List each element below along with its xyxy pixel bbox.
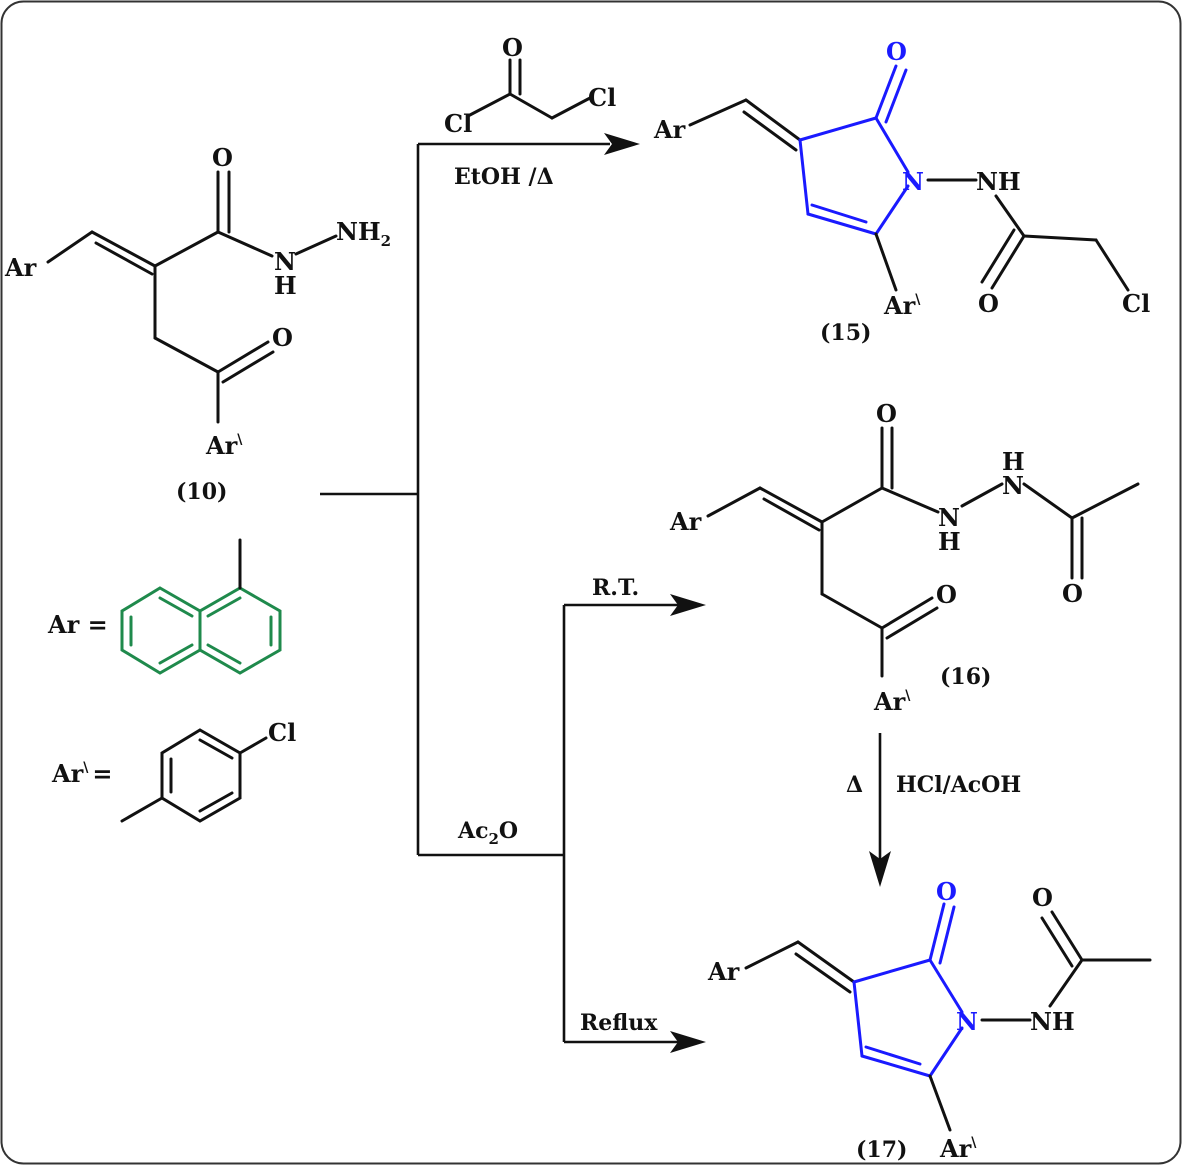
c17-o: O	[936, 877, 957, 906]
c10-o-ketone: O	[272, 323, 293, 352]
compound-16-structure	[706, 426, 1140, 678]
c17-prime: \	[971, 1135, 977, 1151]
c16-n: N	[938, 503, 960, 532]
reagent-o: O	[502, 33, 523, 62]
c16-o-ketone: O	[936, 580, 957, 609]
compound-15-structure	[688, 64, 1130, 292]
condition-heat: Δ	[846, 772, 863, 798]
c15-prime: \	[915, 292, 921, 308]
c17-nh: NH	[1030, 1007, 1075, 1036]
c15-ar-prime: Ar\	[883, 291, 921, 320]
c10-h: H	[274, 271, 297, 300]
chloroacetyl-chloride-structure	[466, 58, 592, 120]
c15-ar-prime-base: Ar	[883, 291, 916, 320]
c10-ar: Ar	[4, 253, 37, 282]
c10-n: N	[274, 247, 296, 276]
chlorophenyl-structure	[120, 728, 268, 823]
c10-nh2-main: NH	[336, 217, 381, 246]
ar-prime-def-mark: \	[83, 760, 89, 776]
compound-10-structure	[46, 170, 338, 424]
ar-prime-definition-label: Ar\=	[51, 759, 113, 788]
c15-nh: NH	[976, 167, 1021, 196]
reagent-cl-left: Cl	[444, 109, 472, 138]
compound-17-label: (17)	[856, 1137, 907, 1163]
compound-16-label: (16)	[940, 664, 991, 690]
c10-ar-prime-base: Ar	[205, 431, 238, 460]
reagent-cl-right: Cl	[588, 83, 616, 112]
c10-nh2-sub: 2	[381, 232, 391, 250]
c16-n-top: N	[1002, 471, 1024, 500]
c16-ar-prime-base: Ar	[873, 687, 906, 716]
c15-n: N	[902, 167, 924, 196]
naphthyl-structure	[120, 538, 282, 675]
condition-rt: R.T.	[592, 575, 639, 601]
compound-10-label: (10)	[176, 479, 227, 505]
c16-o-top: O	[876, 399, 897, 428]
ar-prime-def-eq: =	[92, 759, 112, 788]
c10-nh2: NH2	[336, 217, 391, 250]
condition-reflux: Reflux	[580, 1010, 658, 1036]
ar-prime-def-base: Ar	[51, 759, 84, 788]
c16-h: H	[938, 527, 961, 556]
c16-o-acetyl: O	[1062, 579, 1083, 608]
c17-ar-prime-base: Ar	[939, 1134, 972, 1163]
c17-ar: Ar	[707, 957, 740, 986]
ar-definition-label: Ar =	[47, 610, 108, 639]
c10-o-top: O	[212, 143, 233, 172]
c16-ar: Ar	[669, 507, 702, 536]
chlorophenyl-cl: Cl	[268, 718, 296, 747]
c15-cl: Cl	[1122, 289, 1150, 318]
c15-o: O	[886, 37, 907, 66]
c10-ar-prime: Ar\	[205, 431, 243, 460]
c16-h-top: H	[1002, 447, 1025, 476]
c15-o-acyl: O	[978, 289, 999, 318]
ac2o-main: Ac	[457, 818, 488, 844]
compound-17-structure	[744, 902, 1152, 1132]
compound-15-label: (15)	[820, 320, 871, 346]
c15-ar: Ar	[653, 115, 686, 144]
c16-ar-prime: Ar\	[873, 687, 911, 716]
condition-ac2o: Ac2O	[457, 818, 518, 848]
reaction-lines	[320, 133, 891, 1053]
c16-prime: \	[905, 688, 911, 704]
condition-etoh-heat: EtOH /Δ	[454, 164, 554, 190]
condition-hcl-acoh: HCl/AcOH	[896, 772, 1021, 798]
c17-n: N	[956, 1007, 978, 1036]
c10-prime: \	[237, 432, 243, 448]
c17-ar-prime: Ar\	[939, 1134, 977, 1163]
ac2o-o: O	[499, 818, 518, 844]
ac2o-sub: 2	[488, 830, 498, 848]
c17-o-acetyl: O	[1032, 883, 1053, 912]
